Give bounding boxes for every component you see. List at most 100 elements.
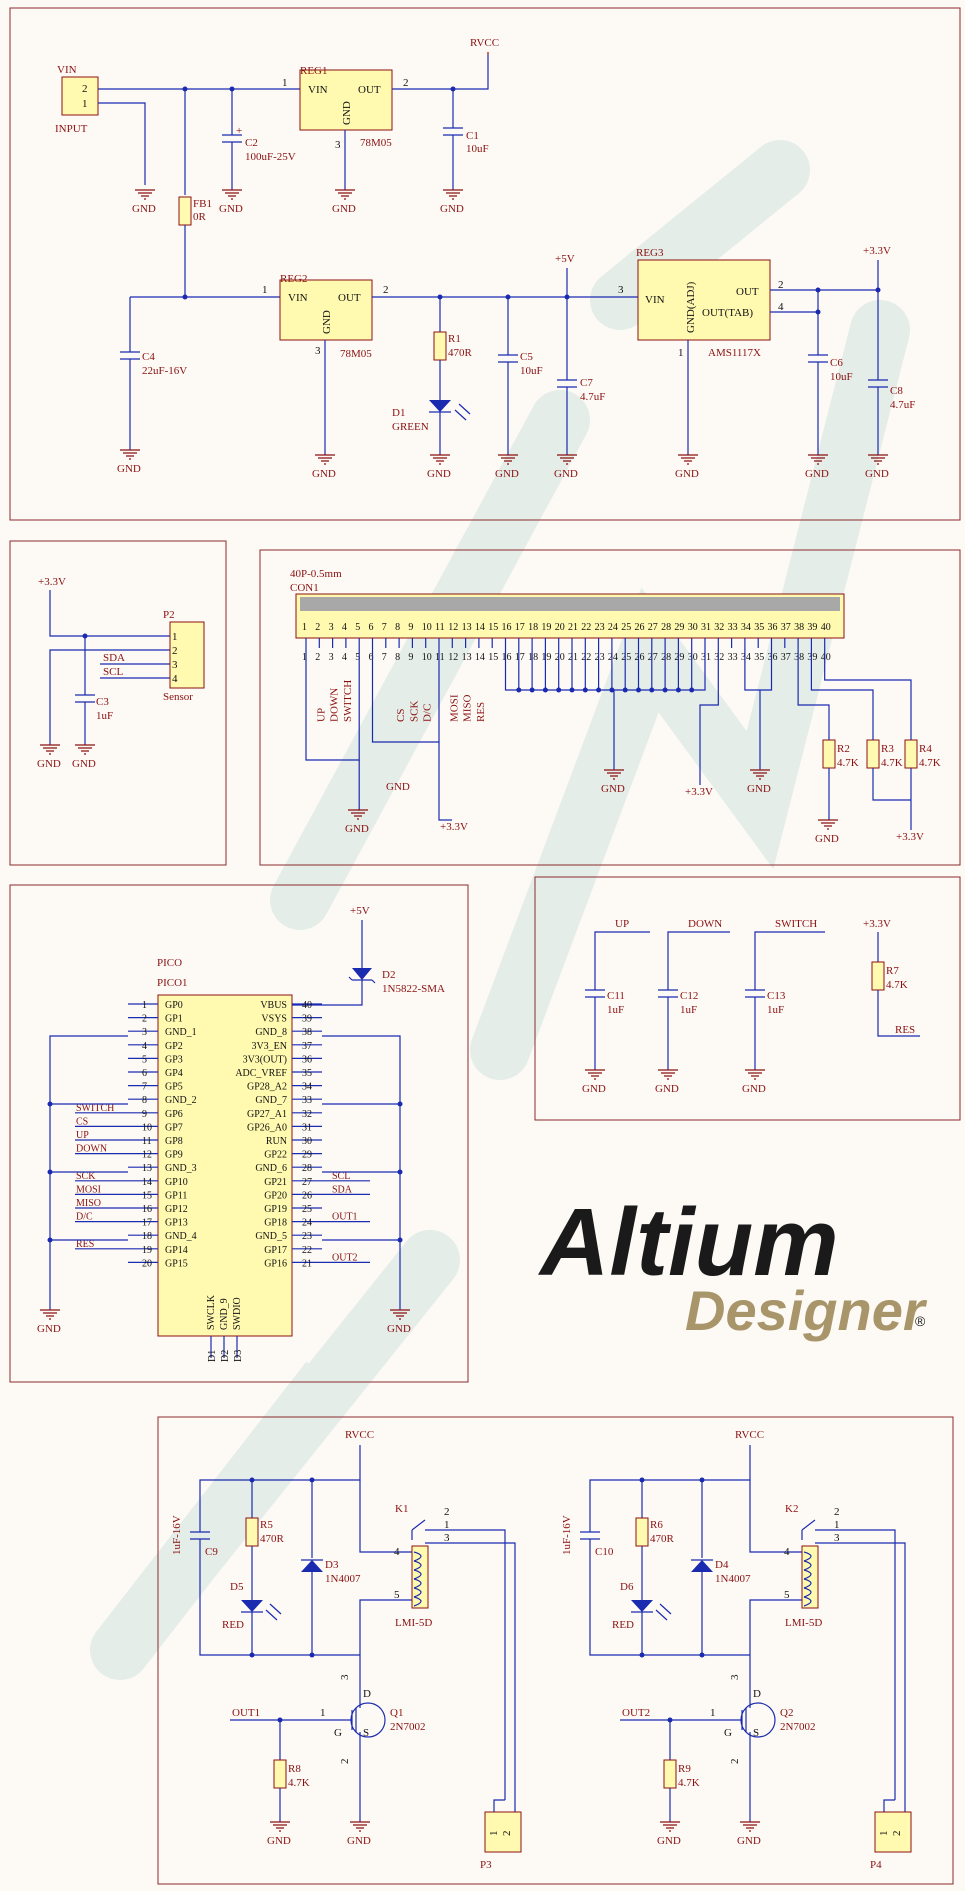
relay-p5: 5 (394, 1589, 400, 1601)
pico-pin-name: GND_7 (255, 1095, 287, 1106)
con-signal: RES (475, 702, 487, 722)
gnd-symbol: GND (747, 769, 771, 795)
pico-net-left: SWITCH (76, 1103, 114, 1114)
relay-rb-value: 4.7K (288, 1777, 310, 1789)
pico-pin-name: GP2 (165, 1041, 183, 1052)
con-pin-bottom: 5 (355, 652, 360, 663)
sensor-connector (169, 621, 205, 689)
fet-value: 2N7002 (780, 1721, 815, 1733)
con-pin-top: 21 (568, 622, 578, 633)
con-pin-top: 18 (528, 622, 538, 633)
con-pin-top: 5 (355, 622, 360, 633)
sensor-ref: P2 (163, 609, 175, 621)
fet-ref: Q2 (780, 1707, 793, 1719)
reg1-p2: 2 (403, 77, 409, 89)
con-signal: D/C (422, 704, 434, 722)
reg1-gnd: GND (341, 101, 353, 125)
c7-ref: C7 (580, 377, 593, 389)
con-pin-top: 17 (515, 622, 525, 633)
reg1-vin: VIN (308, 84, 328, 96)
pico-pin-num: 30 (302, 1136, 312, 1147)
pico-pin-name: ADC_VREF (235, 1068, 287, 1079)
gnd-label: GND (554, 468, 578, 480)
relay-p4: 4 (394, 1546, 400, 1558)
btn-v33: +3.3V (863, 918, 891, 930)
gnd-label: GND (117, 463, 141, 475)
r4-value: 4.7K (919, 757, 941, 769)
con-pin-top: 22 (581, 622, 591, 633)
relay-p2: 2 (444, 1506, 450, 1518)
con-pin-bottom: 22 (581, 652, 591, 663)
gnd-symbol: GND (312, 454, 336, 480)
gnd-symbol: GND (427, 454, 451, 480)
gnd-symbol: GND (72, 744, 96, 770)
fet-p2: 2 (729, 1759, 741, 1765)
gnd-label: GND (427, 468, 451, 480)
gnd-symbol: GND (37, 744, 61, 770)
con-pin-bottom: 6 (369, 652, 374, 663)
relay-output-connector (874, 1811, 912, 1853)
sensor-name: Sensor (163, 691, 193, 703)
gnd-label: GND (737, 1835, 761, 1847)
relay-pulldown (663, 1759, 677, 1789)
relay-conn-p1: 1 (488, 1831, 500, 1837)
gnd-symbol: GND (440, 189, 464, 215)
relay-conn-ref: P4 (870, 1859, 882, 1871)
reg2-p3: 3 (315, 345, 321, 357)
con-signal: SWITCH (342, 680, 354, 722)
con-pin-top: 9 (408, 622, 413, 633)
con-pin-top: 39 (807, 622, 817, 633)
sensor-pin-1: 1 (172, 631, 178, 643)
relay-rb-ref: R8 (288, 1763, 301, 1775)
pico-pin-name: GP0 (165, 1000, 183, 1011)
relay-diode-value: 1N4007 (715, 1573, 751, 1585)
gnd-label: GND (332, 203, 356, 215)
sensor-pin-3: 3 (172, 659, 178, 671)
relay-led-ref: D5 (230, 1581, 244, 1593)
gnd-label: GND (865, 468, 889, 480)
pico-pin-num: 29 (302, 1150, 312, 1161)
pico-pin-num: 11 (142, 1136, 152, 1147)
pico-pin-name: GND_4 (165, 1231, 197, 1242)
input-label: INPUT (55, 123, 88, 135)
r7-value: 4.7K (886, 979, 908, 991)
con-pin-bottom: 3 (329, 652, 334, 663)
con-pin-bottom: 9 (408, 652, 413, 663)
pico-pin-name: GP12 (165, 1204, 188, 1215)
con-pin-bottom: 30 (688, 652, 698, 663)
reg2 (279, 279, 373, 341)
relay-p3: 3 (834, 1532, 840, 1544)
reg3-p2: 2 (778, 279, 784, 291)
btn-res: RES (895, 1024, 915, 1036)
gnd-label: GND (345, 823, 369, 835)
con-pin-top: 35 (754, 622, 764, 633)
ground-symbols: GND GND GND GND GND GND GND GND GND GND GND GND GND G… (37, 189, 889, 1847)
con-pin-bottom: 27 (648, 652, 658, 663)
con-pin-bottom: 7 (382, 652, 387, 663)
gnd-label: GND (815, 833, 839, 845)
relay-r-value: 470R (650, 1533, 675, 1545)
gnd-symbol: GND (554, 454, 578, 480)
pico-net-right: SDA (332, 1184, 353, 1195)
con-pin-bottom: 31 (701, 652, 711, 663)
con-pin-bottom: 10 (422, 652, 432, 663)
con-pin-top: 13 (462, 622, 472, 633)
relay-r-ref: R5 (260, 1519, 273, 1531)
c5-ref: C5 (520, 351, 533, 363)
input-connector (61, 76, 99, 116)
fet-s: S (753, 1727, 759, 1739)
watermark (90, 140, 910, 1680)
relay-output-connector (484, 1811, 522, 1853)
reg3-vin: VIN (645, 294, 665, 306)
r1 (433, 331, 447, 361)
c2-value: 100uF-25V (245, 151, 296, 163)
r3-ref: R3 (881, 743, 894, 755)
con-pin-bottom: 23 (595, 652, 605, 663)
c8-ref: C8 (890, 385, 903, 397)
reg3-p1: 1 (678, 347, 684, 359)
relay-conn-ref: P3 (480, 1859, 492, 1871)
pico-net-right: OUT1 (332, 1212, 358, 1223)
con-pin-top: 32 (714, 622, 724, 633)
